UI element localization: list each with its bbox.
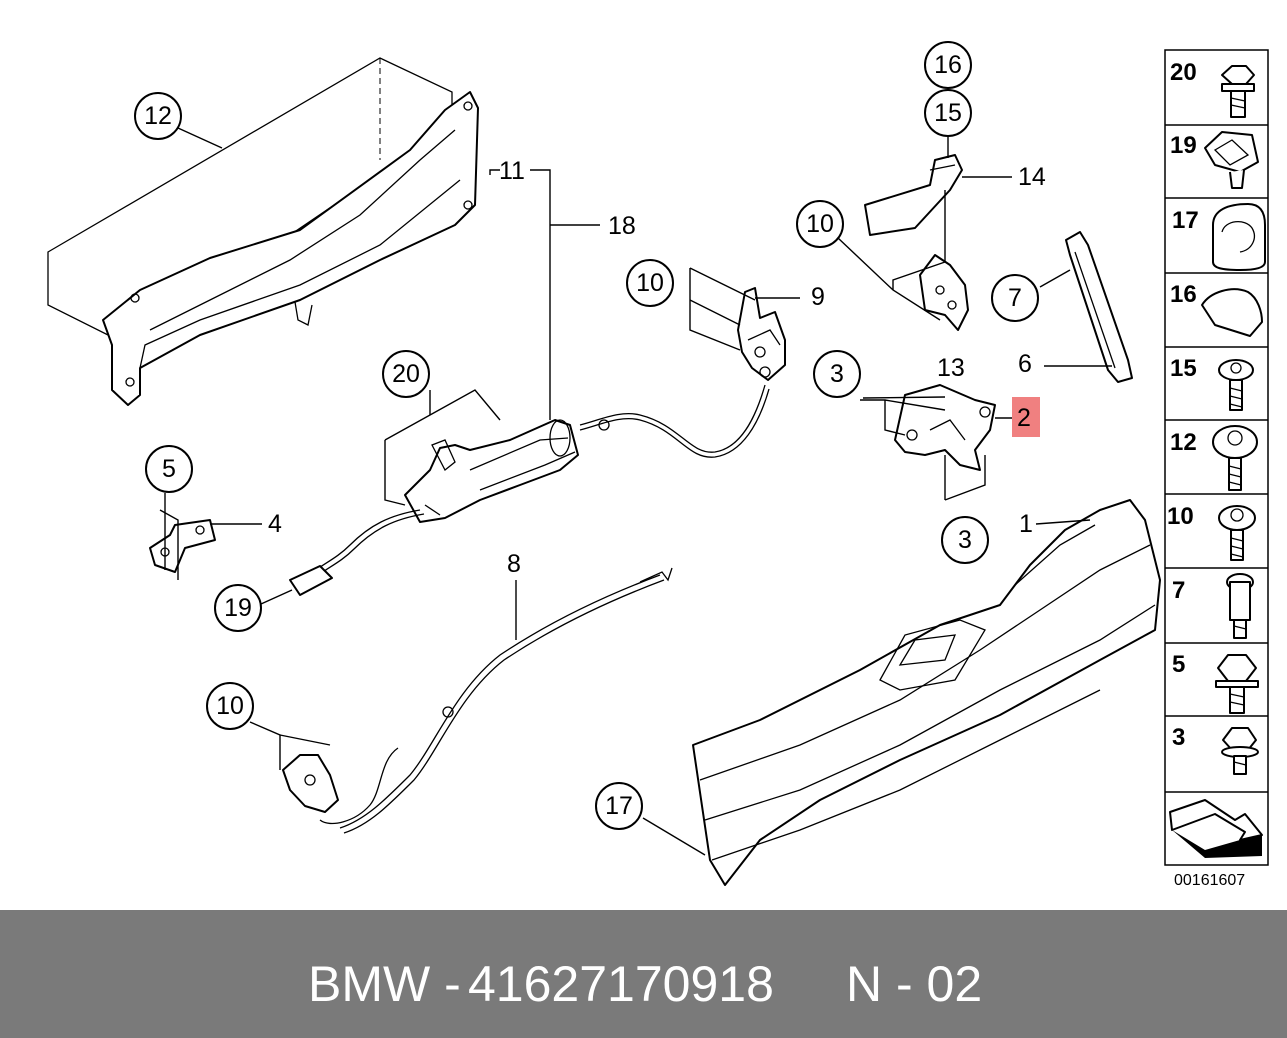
part-13-bracket [919, 254, 969, 331]
legend-label-12: 12 [1170, 429, 1197, 456]
label-9: 9 [811, 283, 825, 311]
part-12-trim-panel [47, 57, 479, 406]
part-6-gas-strut [1065, 231, 1133, 383]
callout-20: 20 [382, 350, 430, 398]
clip-nut-icon [1204, 131, 1259, 189]
legend-label-5: 5 [1172, 651, 1185, 678]
callout-17: 17 [595, 782, 643, 830]
cover-cap-icon [1212, 203, 1266, 271]
svg-text:2: 2 [1017, 404, 1031, 432]
callout-15: 15 [924, 89, 972, 137]
flange-bolt-icon [1221, 727, 1259, 775]
legend-label-19: 19 [1170, 132, 1197, 159]
svg-text:19: 19 [224, 594, 252, 622]
label-1: 1 [1019, 510, 1033, 538]
part-10-latch [282, 754, 339, 813]
callout-16: 16 [924, 41, 972, 89]
svg-text:10: 10 [636, 269, 664, 297]
svg-text:3: 3 [830, 360, 844, 388]
label-4: 4 [268, 510, 282, 538]
shoulder-bolt-icon [1226, 573, 1254, 639]
legend-label-20: 20 [1170, 59, 1197, 86]
footer-suffix: N - 02 [846, 956, 983, 1012]
footer-bar: BMW - 41627170918 N - 02 [0, 910, 1287, 1038]
part-9-hinge [737, 287, 786, 381]
torx-screw-icon [1218, 505, 1256, 561]
svg-text:5: 5 [162, 455, 176, 483]
part-14-handle [864, 154, 963, 236]
callout-7: 7 [991, 274, 1039, 322]
collar-bolt-icon [1221, 65, 1255, 118]
parts-diagram: 12 16 15 10 10 20 3 7 5 3 19 10 [47, 41, 1269, 889]
legend-label-16: 16 [1170, 281, 1197, 308]
callout-12: 12 [134, 92, 182, 140]
label-14: 14 [1018, 163, 1046, 191]
callout-19: 19 [214, 584, 262, 632]
label-18: 18 [608, 212, 636, 240]
callout-5: 5 [145, 445, 193, 493]
label-13: 13 [937, 354, 965, 382]
label-2-highlight[interactable]: 2 [1012, 397, 1040, 437]
label-11: 11 [499, 157, 525, 185]
svg-text:3: 3 [958, 526, 972, 554]
flange-screw-icon [1212, 425, 1258, 491]
svg-text:12: 12 [144, 102, 172, 130]
svg-text:10: 10 [806, 210, 834, 238]
svg-text:7: 7 [1008, 284, 1022, 312]
callout-10-center: 10 [626, 259, 674, 307]
callout-3-upper: 3 [813, 350, 861, 398]
footer-brand: BMW - [308, 956, 461, 1012]
callout-10-lower-left: 10 [206, 682, 254, 730]
part-20-lock-actuator [404, 419, 579, 523]
legend-label-10: 10 [1167, 503, 1194, 530]
hex-bolt-icon [1215, 654, 1259, 714]
torx-screw-icon [1218, 359, 1254, 411]
diagram-code: 00161607 [1174, 872, 1245, 889]
callout-10-upper-right: 10 [796, 200, 844, 248]
legend-label-17: 17 [1172, 207, 1199, 234]
legend-label-15: 15 [1170, 355, 1197, 382]
part-19-connector [289, 565, 333, 596]
callout-3-lower: 3 [941, 516, 989, 564]
cap-icon [1201, 288, 1263, 337]
svg-text:16: 16 [934, 51, 962, 79]
fastener-legend: 20 19 17 16 15 12 10 7 5 3 [1164, 49, 1269, 866]
part-4-bracket [149, 519, 216, 573]
svg-text:10: 10 [216, 692, 244, 720]
label-6: 6 [1018, 350, 1032, 378]
label-8: 8 [507, 550, 521, 578]
footer-part-number: 41627170918 [468, 956, 774, 1012]
svg-text:20: 20 [392, 360, 420, 388]
nav-arrow-icon[interactable] [1169, 799, 1263, 858]
part-1-lower-trim [692, 499, 1161, 886]
legend-label-3: 3 [1172, 724, 1185, 751]
svg-text:15: 15 [934, 99, 962, 127]
legend-label-7: 7 [1172, 577, 1185, 604]
svg-text:17: 17 [605, 792, 633, 820]
